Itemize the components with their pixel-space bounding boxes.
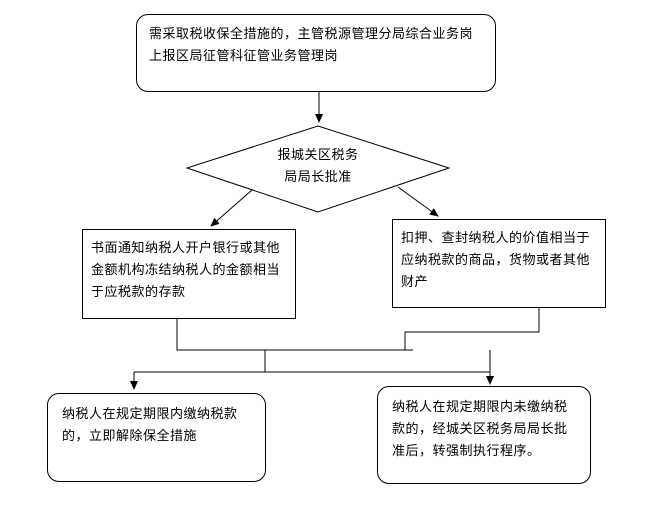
arrow-decision-to-left: [210, 189, 253, 227]
decision-line-1: 报城关区税务: [277, 148, 359, 163]
left-action-box: 书面通知纳税人开户银行或其他金额机构冻结纳税人的金额相当于应税款的存款: [82, 229, 296, 319]
start-box-text: 需采取税收保全措施的，主管税源管理分局综合业务岗上报区局征管科征管业务管理岗: [149, 27, 474, 64]
right-action-box: 扣押、查封纳税人的价值相当于应纳税款的商品，货物或者其他财产: [392, 219, 606, 308]
merge-line-right: [404, 308, 540, 350]
decision-line-2: 局局长批准: [284, 170, 352, 185]
outcome-unpaid-box: 纳税人在规定期限内未缴纳税款的，经城关区税务局局长批准后，转强制执行程序。: [377, 386, 591, 484]
decision-text: 报城关区税务 局局长批准: [228, 145, 408, 189]
merge-line-left: [176, 318, 413, 351]
decision-diamond: [185, 125, 451, 213]
outcome-paid-box: 纳税人在规定期限内缴纳税款的，立即解除保全措施: [47, 393, 266, 482]
outcome-paid-text: 纳税人在规定期限内缴纳税款的，立即解除保全措施: [62, 407, 238, 444]
left-action-text: 书面通知纳税人开户银行或其他金额机构冻结纳税人的金额相当于应税款的存款: [91, 241, 281, 300]
arrow-decision-to-right: [397, 186, 439, 217]
start-box: 需采取税收保全措施的，主管税源管理分局综合业务岗上报区局征管科征管业务管理岗: [136, 14, 496, 92]
right-action-text: 扣押、查封纳税人的价值相当于应纳税款的商品，货物或者其他财产: [401, 231, 591, 290]
outcome-unpaid-text: 纳税人在规定期限内未缴纳税款的，经城关区税务局局长批准后，转强制执行程序。: [392, 400, 568, 459]
